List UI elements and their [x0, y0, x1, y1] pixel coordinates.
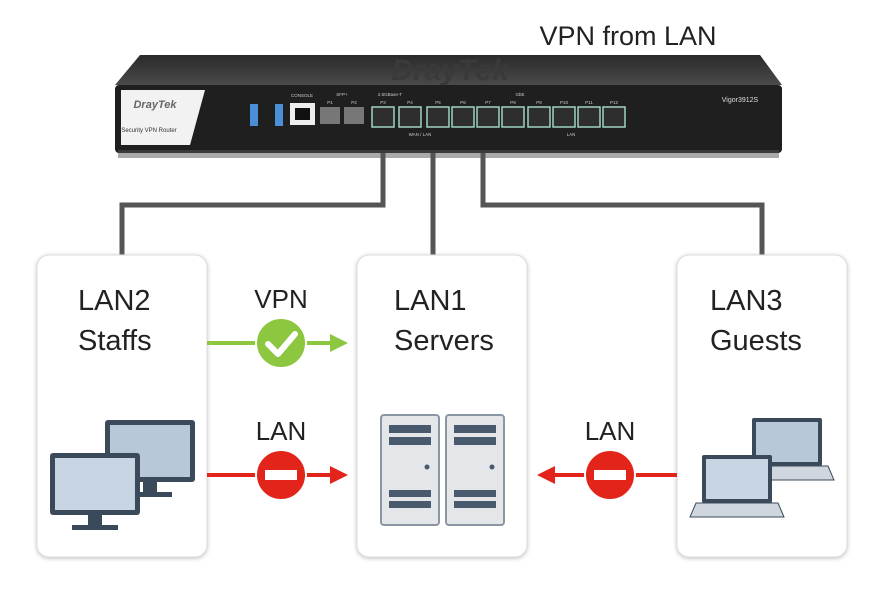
server-towers-icon: [380, 414, 505, 526]
diagram-title: VPN from LAN: [539, 21, 716, 51]
cable-lan3: [480, 150, 765, 258]
ethernet-port-p5: [426, 106, 450, 128]
ethernet-port-p3: [371, 106, 395, 128]
zone-desc-lan1: Servers: [394, 325, 494, 357]
ethernet-port-p10: [552, 106, 576, 128]
port-label: P7: [485, 100, 491, 105]
cable-lan2: [119, 150, 386, 258]
router-brand: DrayTek: [133, 99, 177, 111]
lan-label-right: LAN: [585, 416, 636, 446]
arrow-head-icon: [537, 466, 555, 484]
ethernet-port-p12: [602, 106, 626, 128]
router: DrayTek DrayTek Security VPN Router Vigo…: [115, 54, 782, 158]
ethernet-port-p8: [501, 106, 525, 128]
no-entry-icon: [255, 449, 307, 501]
port-label: P5: [435, 100, 441, 105]
ethernet-port-p9: [527, 106, 551, 128]
port-label: P10: [560, 100, 569, 105]
zone-name-lan2: LAN2: [78, 285, 151, 317]
port-label: P8: [510, 100, 516, 105]
port-label: P3: [380, 100, 386, 105]
port-label: P6: [460, 100, 466, 105]
router-model: Vigor3912S: [722, 97, 759, 104]
network-cables: [119, 150, 765, 258]
check-circle-icon: [255, 317, 307, 369]
vpn-link-lan2-to-lan1: VPN: [207, 284, 348, 369]
port-label: P2: [351, 100, 357, 105]
svg-text:LAN: LAN: [567, 132, 576, 137]
ethernet-port-p6: [451, 106, 475, 128]
arrow-head-icon: [330, 466, 348, 484]
svg-text:SFP+: SFP+: [336, 92, 348, 97]
laptops-icon: [689, 418, 835, 518]
ethernet-port-p4: [398, 106, 422, 128]
svg-text:2.5GBase-T: 2.5GBase-T: [378, 92, 403, 97]
svg-text:WAN / LAN: WAN / LAN: [409, 132, 432, 137]
svg-text:GbE: GbE: [515, 92, 524, 97]
port-label: P12: [610, 100, 619, 105]
zone-name-lan1: LAN1: [394, 285, 467, 317]
router-subtitle: Security VPN Router: [121, 128, 176, 134]
port-label: P1: [327, 100, 333, 105]
zone-desc-lan2: Staffs: [78, 325, 152, 357]
lan-link-lan2-to-lan1-blocked: LAN: [207, 416, 348, 501]
ethernet-port-p11: [577, 106, 601, 128]
ethernet-port-p7: [476, 106, 500, 128]
router-logo-embossed: DrayTek: [391, 54, 510, 87]
port-label: P11: [585, 100, 593, 105]
port-label: P9: [536, 100, 542, 105]
port-label: P4: [407, 100, 413, 105]
arrow-head-icon: [330, 334, 348, 352]
desktop-monitors-icon: [50, 420, 195, 530]
svg-text:CONSOLE: CONSOLE: [291, 93, 313, 98]
lan-link-lan3-to-lan1-blocked: LAN: [537, 416, 677, 501]
zone-desc-lan3: Guests: [710, 325, 802, 357]
zone-name-lan3: LAN3: [710, 285, 783, 317]
no-entry-icon: [584, 449, 636, 501]
vpn-label: VPN: [254, 284, 307, 314]
lan-label-left: LAN: [256, 416, 307, 446]
